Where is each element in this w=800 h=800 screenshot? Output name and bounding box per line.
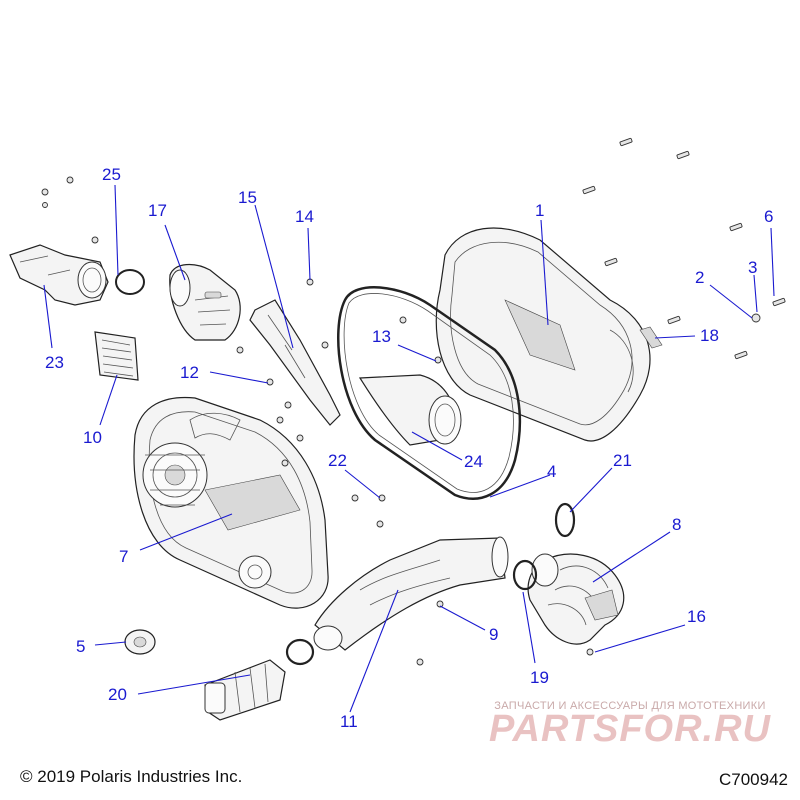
callout-13: 13 — [372, 327, 391, 346]
callout-2: 2 — [695, 268, 704, 287]
main-air-duct-part — [313, 536, 509, 651]
callout-19: 19 — [530, 668, 549, 687]
callout-7: 7 — [119, 547, 128, 566]
callout-4: 4 — [547, 462, 556, 481]
inner-air-duct-part — [358, 374, 462, 446]
copyright-notice: © 2019 Polaris Industries Inc. — [20, 767, 243, 786]
washer-part — [124, 629, 156, 655]
leader-lines — [43, 184, 775, 713]
callout-25: 25 — [102, 165, 121, 184]
callout-11: 11 — [340, 712, 358, 731]
callout-20: 20 — [108, 685, 127, 704]
callout-21: 21 — [613, 451, 632, 470]
plate-part — [639, 326, 663, 349]
callout-6: 6 — [764, 207, 773, 226]
hose-clamps-part — [115, 269, 576, 666]
fasteners-part — [41, 137, 786, 666]
callout-17: 17 — [148, 201, 167, 220]
bracket-part — [249, 299, 341, 426]
watermark-tagline: ЗАПЧАСТИ И АКСЕССУАРЫ ДЛЯ МОТОТЕХНИКИ — [494, 700, 766, 712]
watermark-logo: PARTSFOR.RU — [489, 708, 771, 750]
callout-10: 10 — [83, 428, 102, 447]
callout-24: 24 — [464, 452, 483, 471]
intake-flange-part — [9, 244, 109, 306]
callout-12: 12 — [180, 363, 199, 382]
watermark: ЗАПЧАСТИ И АКСЕССУАРЫ ДЛЯ МОТОТЕХНИКИ PA… — [470, 700, 790, 751]
callout-3: 3 — [748, 258, 757, 277]
intake-duct-part — [169, 264, 241, 341]
figure-id: C700942 — [718, 770, 788, 789]
callout-8: 8 — [672, 515, 681, 534]
callout-23: 23 — [45, 353, 64, 372]
callout-15: 15 — [238, 188, 257, 207]
callout-22: 22 — [328, 451, 347, 470]
lower-intake-part — [204, 659, 286, 721]
outer-clutch-cover-part — [435, 227, 651, 442]
callout-16: 16 — [687, 607, 706, 626]
callout-1: 1 — [535, 201, 544, 220]
callout-labels: 1 2 3 4 5 6 7 8 9 10 11 12 13 14 15 16 1… — [45, 165, 773, 731]
grille-part — [94, 331, 139, 381]
drive-belt-part — [337, 286, 522, 500]
callout-14: 14 — [295, 207, 314, 226]
callout-5: 5 — [76, 637, 85, 656]
callout-9: 9 — [489, 625, 498, 644]
inner-clutch-cover-part — [133, 396, 329, 609]
elbow-duct-part — [527, 553, 625, 645]
callout-18: 18 — [700, 326, 719, 345]
